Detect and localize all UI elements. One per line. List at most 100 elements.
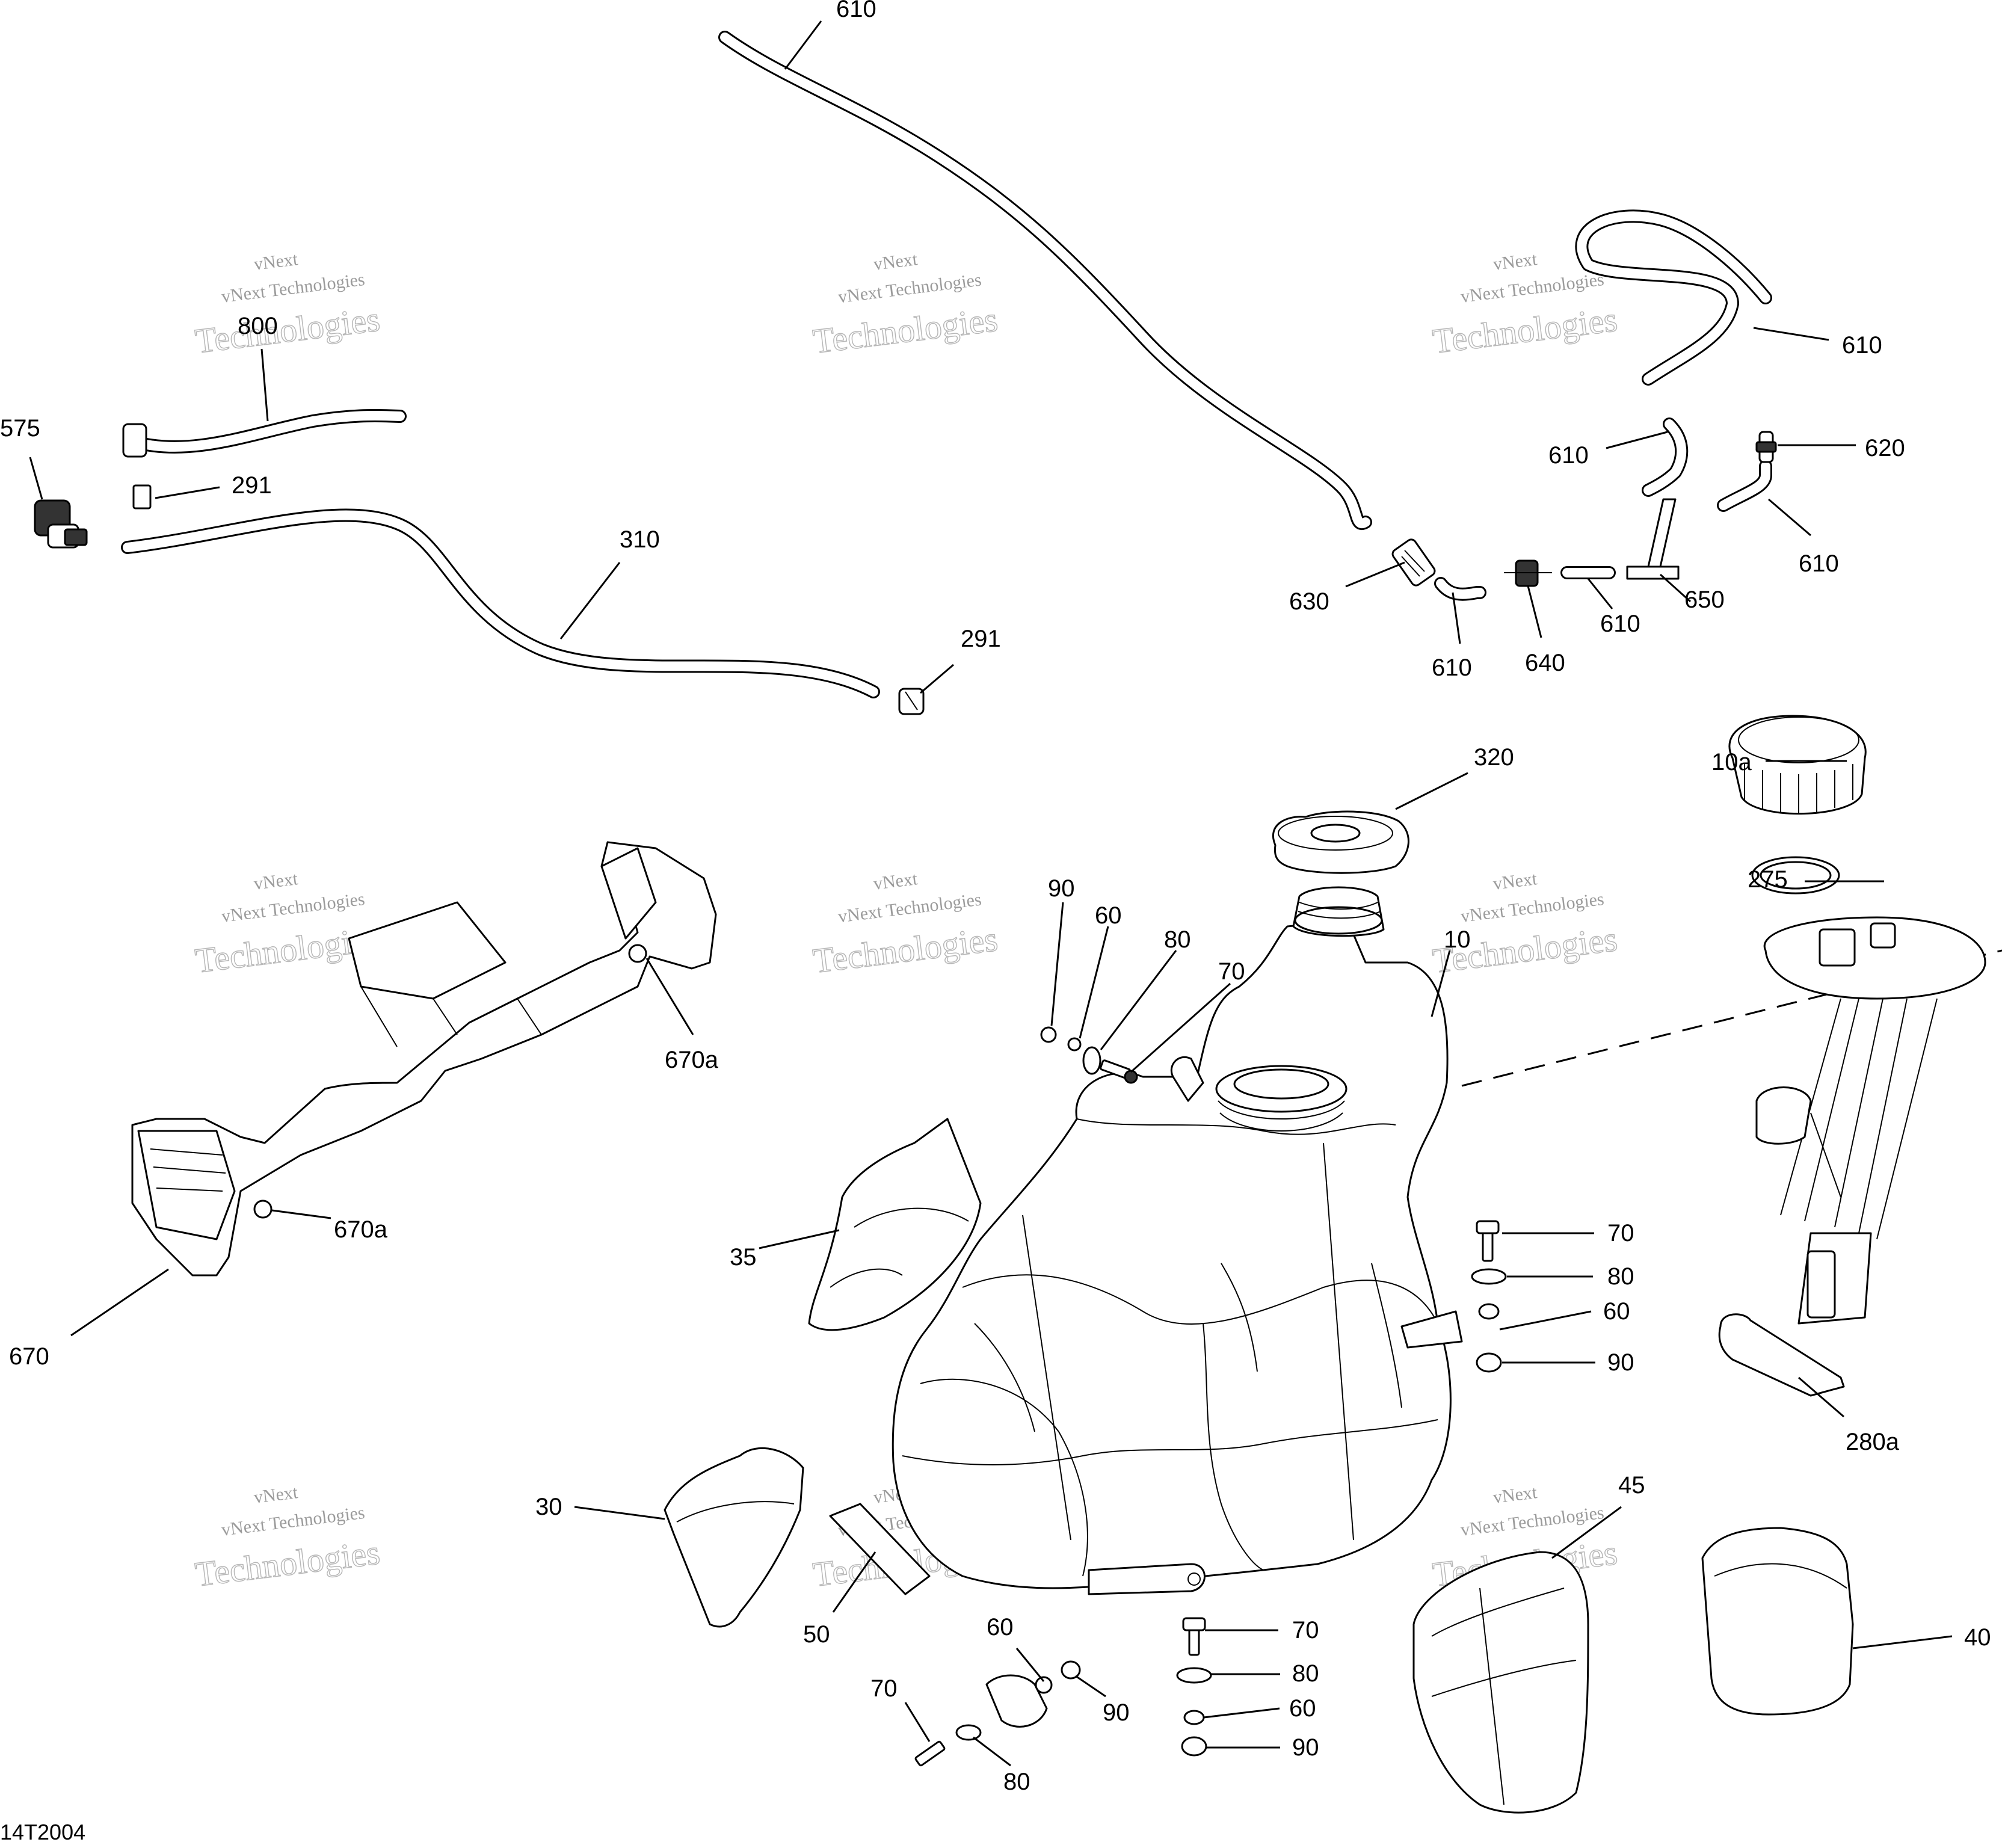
watermark-mid-center: Technologies vNext vNext Technologies [810,869,1000,981]
hardware-bottom-left [914,1660,1081,1767]
hose-collar [122,423,147,458]
spacer-60-top [1067,1037,1082,1052]
quick-connect-elbow [34,499,88,549]
heat-shield-30 [664,1447,804,1628]
hose-clamp-upper [132,484,152,510]
watermark-top-left: Technologies vNext vNext Technologies [192,249,383,361]
svg-text:vNext: vNext [253,249,299,274]
svg-text:vNext: vNext [1492,869,1538,894]
callout-10a: 10a [1711,749,1752,775]
callout-650: 650 [1684,587,1725,613]
svg-text:Technologies: Technologies [193,1532,382,1594]
callout-80-right: 80 [1607,1263,1634,1290]
callout-70-top: 70 [1218,958,1245,985]
heat-shield-45 [1412,1551,1589,1814]
svg-text:vNext: vNext [1492,249,1538,274]
callout-670: 670 [9,1343,49,1370]
callout-610-straight: 610 [1600,611,1640,637]
diagram-code: 14T2004 [0,1820,85,1844]
watermark-top-center: Technologies vNext vNext Technologies [810,249,1000,362]
pump-lock-ring [1728,715,1867,815]
callout-80-bottom-center: 80 [1292,1660,1319,1687]
callout-320: 320 [1474,744,1514,771]
svg-text:Technologies: Technologies [1431,300,1619,361]
bracket-nut-lower [253,1200,273,1219]
watermark-mid-right: Technologies vNext vNext Technologies [1430,869,1620,981]
callout-620: 620 [1865,435,1905,461]
rollover-valve [1391,538,1436,587]
nut-90-bottom-left [1061,1660,1081,1680]
svg-text:vNext: vNext [253,1482,299,1508]
callout-575: 575 [0,415,40,442]
callout-640: 640 [1525,650,1565,676]
heat-shield-35 [808,1118,982,1331]
vent-hose-long [718,31,1372,530]
hose-clamp-lower [898,688,925,715]
washer-80-right [1471,1268,1507,1285]
fuel-tank [892,886,1463,1595]
callout-80-bottom-left: 80 [1003,1769,1030,1795]
callout-275: 275 [1748,866,1788,893]
hardware-top [1040,1026,1138,1084]
callout-610-loop: 610 [1842,332,1882,359]
washer-80-bottom-left [955,1724,982,1741]
vent-hose-bend-top [1642,417,1689,497]
callout-60-top: 60 [1095,902,1122,929]
bracket-nut-upper [628,944,647,963]
callout-610-top: 610 [836,0,876,22]
callout-90-bottom-center: 90 [1292,1734,1319,1761]
watermark-bottom-left: Technologies vNext vNext Technologies [192,1482,383,1594]
insulator-strip-50 [829,1503,931,1595]
vent-hose-bend-right [1717,460,1772,512]
watermark-mid-left: Technologies vNext vNext Technologies [192,869,383,981]
nut-90-top [1040,1026,1057,1043]
washer-80-bottom-center [1176,1667,1212,1684]
hardware-bottom-center [1176,1617,1212,1757]
callout-610-bend-top: 610 [1548,442,1589,469]
svg-text:vNext Technologies: vNext Technologies [220,889,366,926]
fuel-cap [1272,810,1409,874]
fuel-hose-long [121,508,880,698]
vent-hose-loop [1575,209,1772,386]
callout-35: 35 [730,1244,757,1270]
heat-shield-40 [1701,1527,1854,1716]
callout-45: 45 [1618,1472,1645,1498]
callout-90-right: 90 [1607,1349,1634,1376]
svg-text:vNext Technologies: vNext Technologies [220,270,366,307]
svg-text:vNext Technologies: vNext Technologies [837,890,982,927]
bolt-70-bottom-left [914,1740,946,1767]
svg-text:vNext: vNext [872,249,919,274]
vent-tee-fitting [1626,498,1680,580]
callout-630: 630 [1289,588,1329,615]
svg-text:vNext: vNext [253,869,299,894]
callout-291-upper: 291 [232,472,272,499]
callout-60-bottom-left: 60 [987,1614,1014,1640]
callout-280a: 280a [1846,1429,1900,1455]
spacer-60-right [1478,1303,1500,1320]
check-valve [1504,559,1552,587]
callout-60-bottom-center: 60 [1289,1695,1316,1722]
washer-80-top [1082,1046,1101,1075]
svg-text:Technologies: Technologies [811,919,1000,981]
callout-70-bottom-left: 70 [870,1675,898,1702]
callout-30: 30 [535,1494,562,1520]
callout-40: 40 [1964,1624,1991,1651]
svg-text:vNext Technologies: vNext Technologies [1459,270,1605,307]
fuel-pump-module [1718,916,1986,1397]
spacer-60-bottom-left [1035,1676,1053,1694]
callout-670a-lower: 670a [334,1216,388,1243]
vent-hose-bend-lower [1434,577,1486,601]
callout-70-bottom-center: 70 [1292,1617,1319,1643]
callout-610-bend-right: 610 [1799,550,1839,577]
callout-80-top: 80 [1164,926,1191,953]
hardware-right [1471,1220,1507,1373]
spacer-60-bottom-center [1183,1710,1205,1725]
filler-hose-short [122,408,407,458]
callout-90-top: 90 [1048,875,1075,902]
callout-60-right: 60 [1603,1298,1630,1325]
nut-90-bottom-center [1181,1736,1207,1757]
svg-text:vNext Technologies: vNext Technologies [1459,889,1605,926]
support-bracket [131,841,717,1277]
svg-text:vNext: vNext [1492,1482,1538,1508]
